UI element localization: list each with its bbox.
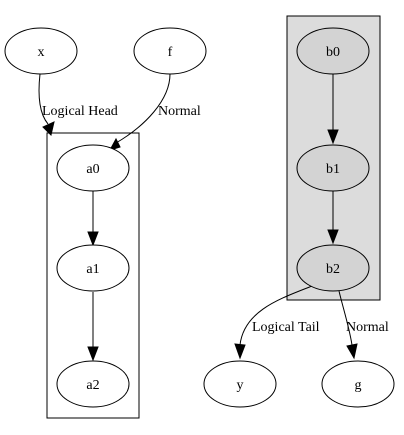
node-b1: b1 [296, 144, 370, 192]
node-x: x [4, 27, 78, 75]
node-f-label: f [168, 45, 173, 60]
node-b0: b0 [296, 27, 370, 75]
edge-b2-y [234, 285, 313, 360]
edge-label-logical-tail: Logical Tail [252, 320, 320, 335]
node-g-label: g [355, 378, 362, 393]
edge-f-a0 [108, 73, 171, 151]
node-b1-label: b1 [326, 162, 340, 177]
node-y: y [203, 360, 277, 408]
edge-a0-a1 [87, 191, 99, 247]
node-a2-label: a2 [86, 378, 99, 393]
node-y-label: y [237, 378, 244, 393]
node-a1-label: a1 [86, 262, 99, 277]
node-b0-label: b0 [326, 45, 340, 60]
node-a0-label: a0 [86, 162, 99, 177]
node-b2: b2 [296, 244, 370, 292]
node-g: g [321, 360, 395, 408]
cluster-a [46, 132, 140, 419]
node-b2-label: b2 [326, 262, 340, 277]
node-a2: a2 [56, 360, 130, 408]
edge-label-normal-top: Normal [158, 104, 201, 119]
edge-b0-b1 [327, 74, 339, 145]
node-f: f [133, 27, 207, 75]
edge-label-normal-bottom: Normal [346, 320, 389, 335]
edge-b1-b2 [327, 191, 339, 245]
edge-a1-a2 [87, 292, 99, 362]
node-x-label: x [38, 45, 45, 60]
edge-x-a0 [38, 73, 55, 136]
node-a0: a0 [56, 144, 130, 192]
edge-b2-g [338, 290, 358, 360]
edge-label-logical-head: Logical Head [42, 104, 118, 119]
node-a1: a1 [56, 244, 130, 292]
